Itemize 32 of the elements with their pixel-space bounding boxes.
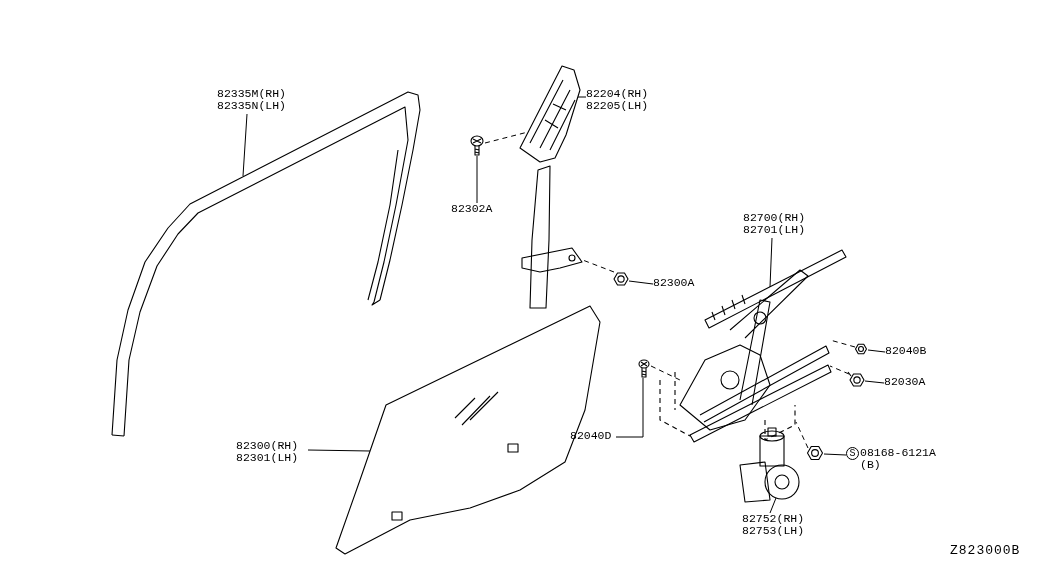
part-number: 82335M(RH) [217,88,286,100]
part-number: 82204(RH) [586,88,649,100]
part-number: 82753(LH) [742,525,805,537]
leader-line [867,349,886,353]
part-number: 08168-6121A [860,447,936,459]
leader-line [476,155,478,204]
leader-line [307,449,371,452]
leader-line [864,380,885,384]
part-number: 82300(RH) [236,440,299,452]
leader-line [769,497,777,514]
assembly-line [579,258,615,273]
leader-line [823,453,847,456]
part-number: 82040B [885,345,927,357]
part-number: 82752(RH) [742,513,805,525]
part-number: 82205(LH) [586,100,649,112]
leader-line [628,280,654,285]
leader-line [615,377,644,438]
leader-line [577,96,587,98]
part-number: 82030A [884,376,926,388]
assembly-line [650,365,681,381]
part-number: 82701(LH) [743,224,806,236]
part-number: (B) [860,459,882,471]
part-number: 82300A [653,277,695,289]
part-number: 82335N(LH) [217,100,286,112]
part-number: 82302A [451,203,493,215]
leader-line [242,113,248,177]
assembly-line [795,421,809,449]
diagram-code: Z823000B [950,543,1021,558]
part-number: 82301(LH) [236,452,299,464]
part-number: 82700(RH) [743,212,806,224]
assembly-line [829,365,850,375]
leader-line [769,237,773,288]
